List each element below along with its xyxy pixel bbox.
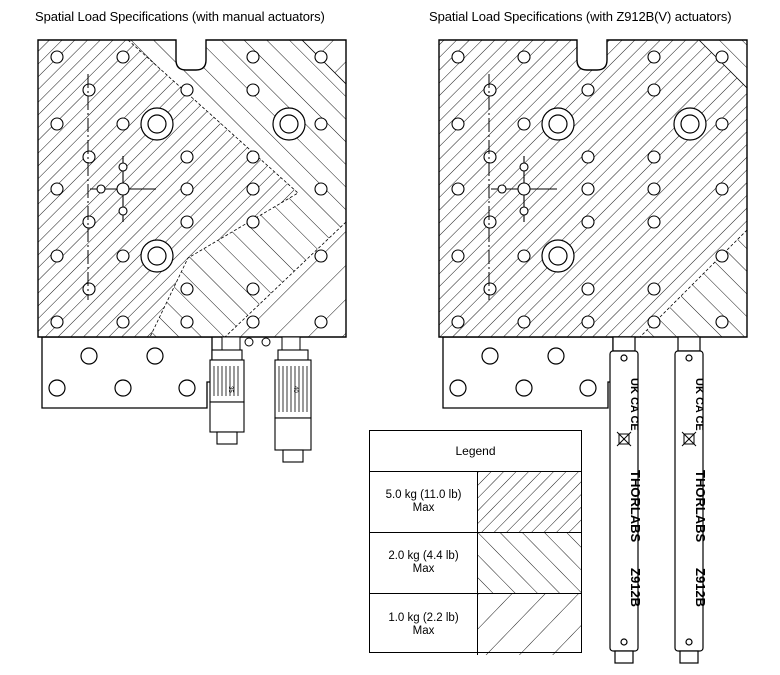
manual-actuator-2: [274, 349, 312, 463]
compliance-marks-1: UK CA CE: [628, 378, 640, 431]
stage-manual: 35 40: [37, 39, 347, 463]
crosshair-left: [90, 156, 156, 222]
diagram-title-motorized: Spatial Load Specifications (with Z912B(…: [429, 9, 732, 24]
crosshair-right: [491, 156, 557, 222]
manual-actuator-1: [209, 349, 245, 445]
plate-holes-right: [451, 50, 729, 329]
mounting-bracket-right: [442, 336, 614, 409]
load-legend: Legend 5.0 kg (11.0 lb) Max 2.0 kg (4.4 …: [369, 430, 582, 655]
legend-swatch-medium-hatch: [478, 533, 581, 593]
stage-motorized: UK CA CE UK CA CE THORLABS THORLABS Z912…: [438, 39, 748, 664]
compliance-marks-2: UK CA CE: [693, 378, 705, 431]
counterbore-holes-left: [140, 107, 306, 273]
legend-load: 2.0 kg (4.4 lb): [388, 550, 459, 562]
bracket-holes-left: [48, 347, 196, 397]
plate-holes-left: [50, 50, 328, 329]
counterbore-holes-right: [541, 107, 707, 273]
legend-load: 5.0 kg (11.0 lb): [385, 489, 462, 501]
legend-heading: Legend: [370, 431, 581, 472]
model-label-1: Z912B: [628, 568, 643, 607]
legend-row-2kg: 2.0 kg (4.4 lb) Max: [370, 533, 581, 594]
legend-label: 2.0 kg (4.4 lb) Max: [370, 533, 478, 593]
micrometer-scale-1: 35: [227, 386, 233, 393]
model-label-2: Z912B: [693, 568, 708, 607]
adjuster-ports-left: [221, 336, 301, 352]
disposal-symbol: [616, 431, 697, 447]
zone-5kg-left: [38, 40, 298, 337]
legend-load: 1.0 kg (2.2 lb): [388, 611, 459, 624]
diagram-title-manual: Spatial Load Specifications (with manual…: [35, 9, 325, 24]
z912b-actuator-1: [609, 336, 639, 664]
z912b-actuator-2: [674, 336, 704, 664]
legend-label: 5.0 kg (11.0 lb) Max: [370, 472, 478, 532]
legend-qualifier: Max: [412, 624, 435, 637]
legend-swatch-fine-hatch: [478, 472, 581, 532]
mounting-bracket-left: [41, 336, 213, 409]
brand-label-2: THORLABS: [693, 470, 708, 543]
legend-row-1kg: 1.0 kg (2.2 lb) Max: [370, 594, 581, 655]
micrometer-scale-2: 40: [292, 386, 298, 393]
brand-label-1: THORLABS: [628, 470, 643, 543]
legend-qualifier: Max: [412, 563, 435, 575]
stage-plate-right: [438, 39, 748, 338]
stage-plate-left: [37, 39, 347, 338]
bracket-holes-right: [449, 347, 597, 397]
legend-row-5kg: 5.0 kg (11.0 lb) Max: [370, 472, 581, 533]
legend-swatch-coarse-hatch: [478, 594, 581, 655]
legend-label: 1.0 kg (2.2 lb) Max: [370, 594, 478, 655]
legend-qualifier: Max: [412, 502, 435, 514]
